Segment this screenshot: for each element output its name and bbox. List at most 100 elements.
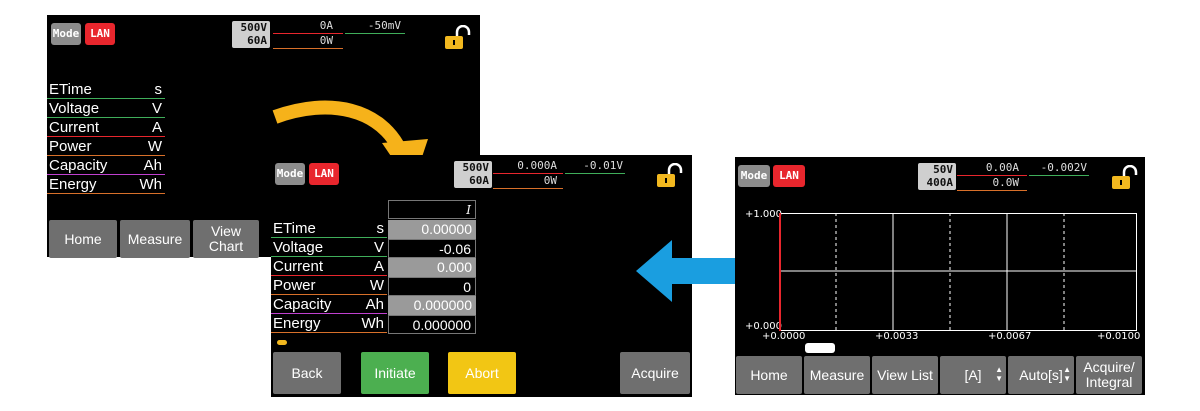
screen1-voltage: -50mV xyxy=(367,19,401,32)
screen1-mode-button[interactable]: Mode xyxy=(51,23,81,45)
screen2-row-energy: Energy Wh xyxy=(271,315,387,333)
screen3-unit-label: [A] xyxy=(964,366,982,383)
screen1-row-power-unit: W xyxy=(147,138,162,155)
screen1-view-chart-button[interactable]: View Chart xyxy=(193,220,259,258)
screen2-row-etime-unit: s xyxy=(376,220,385,237)
screen3-unit-spinner-icon: ▲▼ xyxy=(995,365,1003,383)
screen1-row-current-label: Current xyxy=(49,119,100,136)
screen2-row-current-label: Current xyxy=(273,258,324,275)
screen1-row-capacity-label: Capacity xyxy=(49,157,108,174)
screen1-row-etime-unit: s xyxy=(154,81,163,98)
double-arrow-icon xyxy=(636,240,804,302)
screen1-measure-button[interactable]: Measure xyxy=(120,220,190,258)
screen1-range[interactable]: 500V 60A xyxy=(232,21,270,48)
screen2-row-voltage-unit: V xyxy=(373,239,384,256)
screen2-row-etime-label: ETime xyxy=(273,220,316,237)
screen3-chart-plot[interactable] xyxy=(779,213,1137,331)
screen2-range-v: 500V xyxy=(462,161,490,174)
screen3-y-bottom-label: +0.000 xyxy=(745,321,783,332)
screen3-current: 0.00A xyxy=(985,161,1019,174)
screen2-initiate-button[interactable]: Initiate xyxy=(361,352,429,394)
screen1-home-button[interactable]: Home xyxy=(49,220,117,258)
screen2-row-voltage-value: -0.06 xyxy=(388,239,476,258)
screen-list: Mode LAN 500V 60A 0.000A -0.01V 0W I ETi… xyxy=(271,155,692,397)
screen3-measure-button[interactable]: Measure xyxy=(804,356,870,394)
screen3-x-tick-2: +0.0067 xyxy=(988,331,1032,342)
screen2-lan-button[interactable]: LAN xyxy=(309,163,339,185)
screen3-range[interactable]: 50V 400A xyxy=(918,163,956,190)
screen3-auto-spinner-icon: ▲▼ xyxy=(1063,365,1071,383)
screen2-mode-button[interactable]: Mode xyxy=(275,163,305,185)
screen2-unlock-icon[interactable] xyxy=(655,163,683,189)
screen2-row-power-label: Power xyxy=(273,277,316,294)
screen2-cur-line xyxy=(493,173,563,174)
screen3-volt-line xyxy=(1029,175,1089,176)
screen2-row-capacity-unit: Ah xyxy=(365,296,384,313)
screen2-row-power-value: 0 xyxy=(388,277,476,296)
screen3-power: 0.0W xyxy=(992,176,1020,189)
screen1-row-energy-label: Energy xyxy=(49,176,97,193)
screen3-pow-line xyxy=(957,190,1027,191)
screen1-pow-line xyxy=(273,48,343,49)
screen2-row-voltage: Voltage V xyxy=(271,239,387,257)
screen3-home-button[interactable]: Home xyxy=(736,356,802,394)
screen2-back-button[interactable]: Back xyxy=(273,352,341,394)
screen2-scroll-indicator[interactable] xyxy=(277,340,287,345)
screen3-unlock-icon[interactable] xyxy=(1110,165,1138,191)
screen3-y-top-label: +1.000 xyxy=(745,209,783,220)
screen1-power: 0W xyxy=(319,34,333,47)
screen3-range-a: 400A xyxy=(926,176,954,189)
screen1-unlock-icon[interactable] xyxy=(443,25,471,51)
screen3-unit-selector[interactable]: [A] ▲▼ xyxy=(940,356,1006,394)
screen2-column-header: I xyxy=(388,200,476,219)
screen2-power: 0W xyxy=(543,174,557,187)
screen2-row-etime: ETime s xyxy=(271,220,387,238)
screen3-scroll-indicator[interactable] xyxy=(805,343,835,353)
screen3-auto-label: Auto[s] xyxy=(1019,366,1063,383)
screen2-row-current-unit: A xyxy=(373,258,384,275)
screen3-x-tick-1: +0.0033 xyxy=(875,331,919,342)
screen1-row-voltage-label: Voltage xyxy=(49,100,100,117)
screen1-row-current: Current A xyxy=(47,119,165,137)
screen3-mode-button[interactable]: Mode xyxy=(738,165,770,187)
screen3-view-list-button[interactable]: View List xyxy=(872,356,938,394)
screen3-acquire-integral-button[interactable]: Acquire/ Integral xyxy=(1076,356,1142,394)
screen1-row-etime-label: ETime xyxy=(49,81,92,98)
screen2-volt-line xyxy=(565,173,625,174)
screen1-lan-button[interactable]: LAN xyxy=(85,23,115,45)
screen1-current: 0A xyxy=(319,19,333,32)
screen2-row-energy-unit: Wh xyxy=(361,315,385,332)
screen2-row-voltage-label: Voltage xyxy=(273,239,324,256)
screen1-row-capacity-unit: Ah xyxy=(143,157,162,174)
screen2-row-capacity-label: Capacity xyxy=(273,296,332,313)
screen1-row-current-unit: A xyxy=(151,119,162,136)
screen2-row-current-value: 0.000 xyxy=(388,258,476,277)
screen2-voltage: -0.01V xyxy=(583,159,623,172)
screen2-row-capacity-value: 0.000000 xyxy=(388,296,476,315)
screen-chart: Mode LAN 50V 400A 0.00A -0.002V 0.0W +1.… xyxy=(735,157,1145,395)
screen3-voltage: -0.002V xyxy=(1040,161,1087,174)
screen1-row-voltage: Voltage V xyxy=(47,100,165,118)
screen2-row-capacity: Capacity Ah xyxy=(271,296,387,314)
screen1-frame: Mode LAN 500V 60A 0A -50mV 0W ETime s Vo… xyxy=(47,15,480,258)
screen2-row-etime-value: 0.00000 xyxy=(388,220,476,239)
screen1-row-etime: ETime s xyxy=(47,81,165,99)
screen1-row-voltage-unit: V xyxy=(151,100,162,117)
screen2-abort-button[interactable]: Abort xyxy=(448,352,516,394)
screen2-row-energy-label: Energy xyxy=(273,315,321,332)
screen1-range-a: 60A xyxy=(247,34,267,47)
screen1-row-energy: Energy Wh xyxy=(47,176,165,194)
screen2-row-current: Current A xyxy=(271,258,387,276)
screen2-acquire-button[interactable]: Acquire xyxy=(620,352,690,394)
screen2-range[interactable]: 500V 60A xyxy=(454,161,492,188)
screen1-range-v: 500V xyxy=(240,21,268,34)
screen2-current: 0.000A xyxy=(517,159,557,172)
screen2-row-energy-value: 0.000000 xyxy=(388,315,476,334)
screen3-lan-button[interactable]: LAN xyxy=(773,165,805,187)
screen1-row-capacity: Capacity Ah xyxy=(47,157,165,175)
screen3-x-tick-0: +0.0000 xyxy=(762,331,806,342)
screen3-auto-selector[interactable]: Auto[s] ▲▼ xyxy=(1008,356,1074,394)
screen2-row-power-unit: W xyxy=(369,277,384,294)
screen1-row-power: Power W xyxy=(47,138,165,156)
screen3-cur-line xyxy=(957,175,1027,176)
